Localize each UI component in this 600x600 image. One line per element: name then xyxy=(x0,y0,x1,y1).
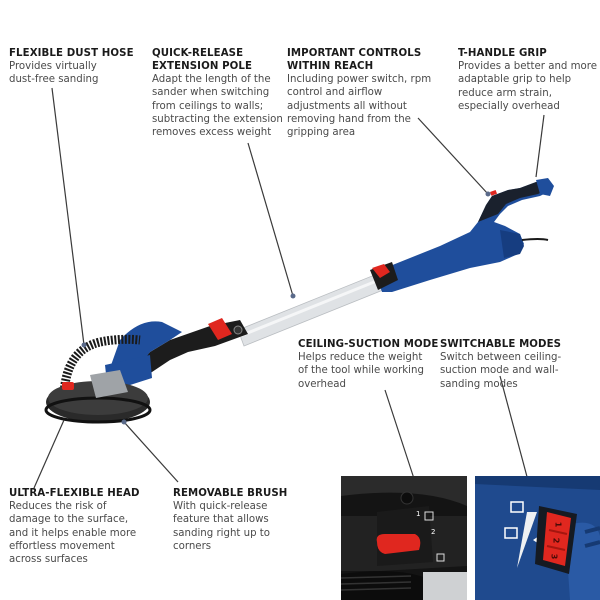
switch-label-1: 1 xyxy=(553,521,563,528)
callout-title: FLEXIBLE DUST HOSE xyxy=(9,48,134,59)
callout-ceiling-suction-mode: CEILING-SUCTION MODE Helps reduce the we… xyxy=(298,338,439,391)
callout-description: With quick-release feature that allows s… xyxy=(173,501,271,552)
switch-label-3: 3 xyxy=(549,553,559,560)
callout-description: Including power switch, rpm control and … xyxy=(287,74,432,139)
callout-switchable-modes: SWITCHABLE MODES Switch between ceiling-… xyxy=(440,338,600,391)
callout-description: Switch between ceiling-suction mode and … xyxy=(440,352,562,390)
callout-title: T-HANDLE GRIP xyxy=(458,48,547,59)
callout-title: IMPORTANT CONTROLS WITHIN REACH xyxy=(287,48,422,72)
upper-housing xyxy=(370,178,554,292)
callout-description: Provides virtually dust-free sanding xyxy=(9,61,99,86)
position-label-2: 2 xyxy=(431,528,436,536)
callout-title: QUICK-RELEASE EXTENSION POLE xyxy=(152,48,253,72)
switch-label-2: 2 xyxy=(551,537,561,544)
dust-hose xyxy=(59,334,141,396)
callout-title: REMOVABLE BRUSH xyxy=(173,488,288,499)
callout-ultra-flexible-head: ULTRA-FLEXIBLE HEAD Reduces the risk of … xyxy=(9,487,159,566)
callout-title: SWITCHABLE MODES xyxy=(440,339,562,350)
callout-description: Adapt the length of the sander when swit… xyxy=(152,74,283,139)
callout-description: Provides a better and more adaptable gri… xyxy=(458,61,597,112)
callout-description: Helps reduce the weight of the tool whil… xyxy=(298,352,424,390)
ceiling-suction-inset: 1 2 xyxy=(341,476,467,600)
callout-flexible-dust-hose: FLEXIBLE DUST HOSE Provides virtually du… xyxy=(9,47,144,87)
callout-important-controls: IMPORTANT CONTROLS WITHIN REACH Includin… xyxy=(287,47,439,139)
callout-t-handle-grip: T-HANDLE GRIP Provides a better and more… xyxy=(458,47,598,113)
callout-description: Reduces the risk of damage to the surfac… xyxy=(9,501,137,566)
callout-title: CEILING-SUCTION MODE xyxy=(298,339,439,350)
switchable-modes-inset: 1 2 3 xyxy=(475,476,600,600)
callout-removable-brush: REMOVABLE BRUSH With quick-release featu… xyxy=(173,487,313,553)
lower-arm xyxy=(105,318,248,392)
sanding-head xyxy=(44,370,152,424)
position-label-1: 1 xyxy=(416,510,421,518)
callout-quick-release-extension-pole: QUICK-RELEASE EXTENSION POLE Adapt the l… xyxy=(152,47,283,139)
callout-title: ULTRA-FLEXIBLE HEAD xyxy=(9,488,140,499)
